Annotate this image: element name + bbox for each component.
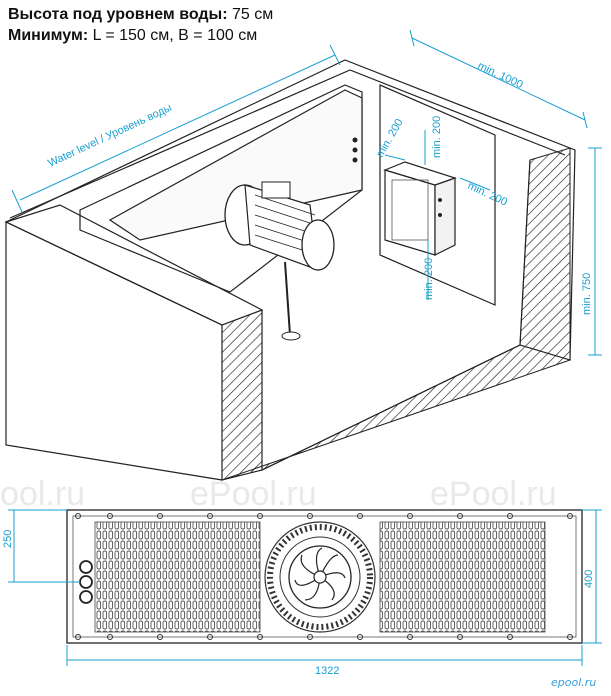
dimension-lines xyxy=(11,29,602,356)
jet-nozzle xyxy=(264,521,376,633)
dim-right-clearance: min. 200 xyxy=(466,180,509,209)
front-panel xyxy=(66,509,583,644)
wall-outline-top xyxy=(5,59,576,361)
right-grille xyxy=(379,521,546,633)
header-line-1: Высота под уровнем воды: 75 см xyxy=(8,6,273,24)
watermark-2: ePool.ru xyxy=(190,475,317,513)
dim-panel-height: 400 xyxy=(583,570,595,588)
left-grille xyxy=(94,521,261,633)
wall-outline-inner xyxy=(9,69,566,219)
niche-rear-panel xyxy=(379,84,496,306)
pump-motor xyxy=(224,181,335,341)
pool-wall-structure xyxy=(4,59,576,481)
dim-top-clearance: min. 200 xyxy=(431,116,443,158)
dim-width-label: min. 1000 xyxy=(476,60,525,91)
wall-section-left xyxy=(221,309,263,481)
control-box xyxy=(383,161,457,256)
header-line-1-value: 75 см xyxy=(232,6,274,23)
header-line-2: Минимум: L = 150 см, B = 100 см xyxy=(8,27,257,45)
watermark-3: ePool.ru xyxy=(430,475,557,513)
control-buttons xyxy=(79,560,93,604)
dim-panel-offset: 250 xyxy=(2,530,14,548)
water-level-label: Water level / Уровень воды xyxy=(46,102,174,170)
dim-panel-width: 1322 xyxy=(315,665,339,677)
front-left-wall xyxy=(5,221,223,481)
dim-left-clearance: min. 200 xyxy=(374,117,405,160)
panel-dimension-lines xyxy=(8,509,602,666)
logo-text: epool.ru xyxy=(551,676,596,689)
header-line-2-value: L = 150 см, B = 100 см xyxy=(92,27,258,44)
wall-section-floor xyxy=(221,344,572,481)
header-line-2-label: Минимум: xyxy=(8,27,89,44)
header-line-1-label: Высота под уровнем воды: xyxy=(8,6,228,23)
dim-depth-label: min. 750 xyxy=(581,273,593,315)
watermark-1: ool.ru xyxy=(0,475,85,513)
wall-section-right xyxy=(519,147,571,361)
dim-bottom-clearance: min. 200 xyxy=(423,258,435,300)
